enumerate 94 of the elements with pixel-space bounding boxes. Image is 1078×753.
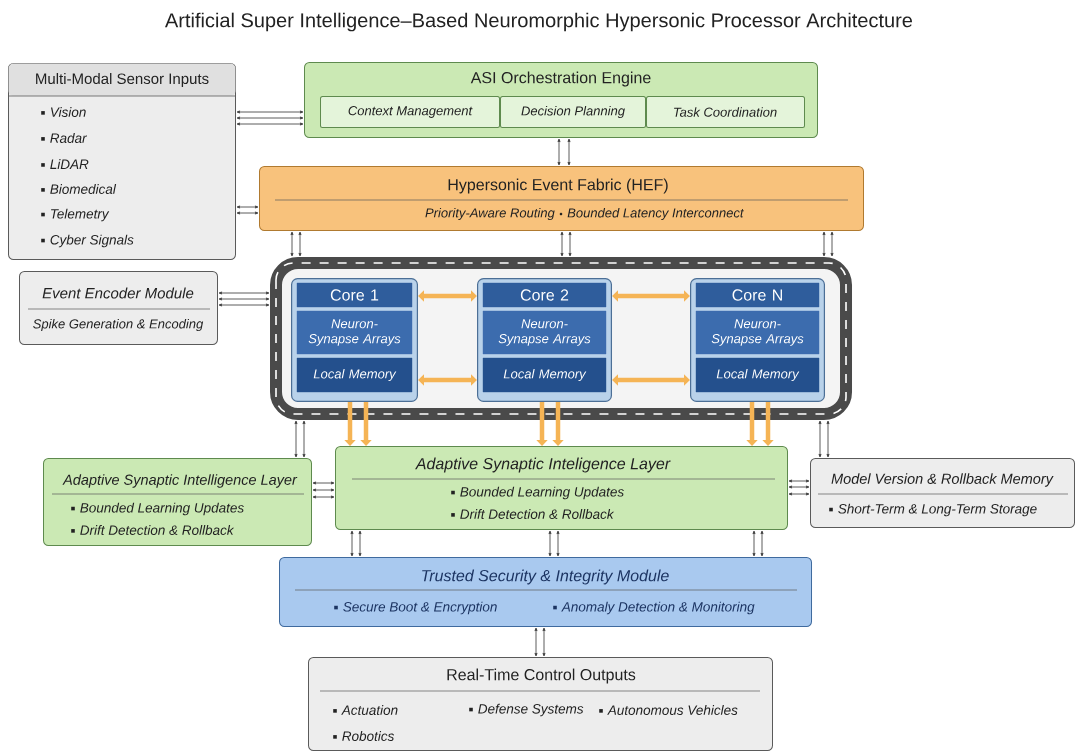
list-item: Drift Detection & Rollback (451, 509, 615, 519)
sensor-panel (7, 63, 237, 260)
box-title: Event Encoder Module (42, 287, 194, 299)
arrow (567, 138, 571, 166)
arrow (760, 530, 764, 557)
memory-panel: Local Memory (296, 357, 413, 393)
core-header: Core 1 (296, 282, 413, 308)
box-title: Hypersonic Event Fabric (HEF) (448, 178, 668, 194)
diagram-title: Artificial Super Intelligence–Based Neuromorphic Hypersonic Processor Architecture (165, 12, 913, 32)
arrow (302, 420, 306, 458)
list-item: Secure Boot & Encryption (334, 601, 497, 615)
list-item: Robotics (333, 731, 395, 741)
memory-panel: Local Memory (482, 357, 607, 393)
arrow (236, 211, 259, 215)
list-item: Drift Detection & Rollback (71, 525, 235, 535)
arrow (298, 231, 302, 257)
array-panel: Neuron-Synapse Arrays (296, 310, 413, 355)
list-item: Bounded Learning Updates (451, 486, 624, 500)
arrow (236, 205, 259, 209)
arrow (236, 116, 304, 120)
arrow (557, 138, 561, 166)
arrow (568, 231, 572, 257)
function-cell (320, 96, 500, 128)
arrow (218, 297, 270, 301)
list-item: Telemetry (41, 208, 110, 222)
list-item: Cyber Signals (41, 234, 134, 248)
arrow (822, 231, 826, 257)
list-item: Actuation (333, 705, 398, 715)
list-item: Bounded Learning Updates (71, 502, 244, 516)
function-cell (646, 96, 805, 128)
box-title: Adaptive Synaptic Intelligence Layer (62, 474, 298, 488)
encoder-box (19, 271, 218, 345)
box-title: Real-Time Control Outputs (447, 668, 636, 684)
cell-label: Context Management (348, 106, 473, 118)
layer-box (335, 446, 788, 530)
arrow (556, 530, 560, 557)
layer-box (43, 458, 312, 546)
arrow (418, 374, 477, 386)
cell-label: Decision Planning (521, 105, 625, 119)
memory-panel: Local Memory (695, 357, 820, 393)
box-title: Model Version & Rollback Memory (831, 473, 1054, 487)
arrow (542, 627, 546, 657)
arrow (218, 291, 270, 295)
arrow (826, 420, 830, 458)
array-panel: Neuron-Synapse Arrays (482, 310, 607, 355)
fabric-box (259, 166, 864, 231)
arrow (236, 110, 304, 114)
subtitle: Bounded Latency Interconnect (567, 207, 744, 221)
arrow (560, 231, 564, 257)
security-box (279, 557, 812, 627)
arrow (788, 479, 810, 483)
arrow (752, 530, 756, 557)
arrow (534, 627, 538, 657)
subtitle: Priority-Aware Routing (425, 207, 555, 221)
arrow (312, 481, 335, 485)
subtitle: Spike Generation & Encoding (33, 318, 204, 332)
array-panel: Neuron-Synapse Arrays (695, 310, 820, 355)
list-item: Radar (41, 133, 88, 143)
function-cell (500, 96, 646, 128)
output-box (308, 657, 773, 751)
arrow (350, 530, 354, 557)
arrow (548, 530, 552, 557)
arrow (612, 290, 690, 302)
list-item: Vision (41, 107, 86, 117)
box-title: Trusted Security & Integrity Module (422, 569, 669, 585)
arrow (818, 420, 822, 458)
arrow (612, 374, 690, 386)
arrow (830, 231, 834, 257)
core-header: Core N (695, 282, 820, 308)
core-card (291, 278, 418, 402)
memory-box (810, 458, 1075, 528)
arrow (312, 488, 335, 492)
arrow (294, 420, 298, 458)
box-title: ASI Orchestration Engine (470, 71, 651, 87)
arrow (290, 231, 294, 257)
core-header: Core 2 (482, 282, 607, 308)
arrow (218, 303, 270, 307)
list-item: LiDAR (41, 159, 89, 169)
arrow (358, 530, 362, 557)
list-item: Defense Systems (469, 703, 584, 717)
arrow (236, 122, 304, 126)
core-card (477, 278, 612, 402)
core-card (690, 278, 825, 402)
box-title: Multi-Modal Sensor Inputs (36, 73, 209, 87)
list-item: Autonomous Vehicles (599, 705, 738, 715)
arrow (788, 492, 810, 496)
arrow (418, 290, 477, 302)
cell-label: Task Coordination (674, 107, 777, 117)
list-item: Anomaly Detection & Monitoring (553, 601, 755, 615)
list-item: Short-Term & Long-Term Storage (829, 503, 1037, 517)
box-title: Adaptive Synaptic Inteligence Layer (415, 457, 671, 473)
arrow (788, 485, 810, 489)
arrow (312, 495, 335, 499)
list-item: Biomedical (41, 184, 117, 194)
